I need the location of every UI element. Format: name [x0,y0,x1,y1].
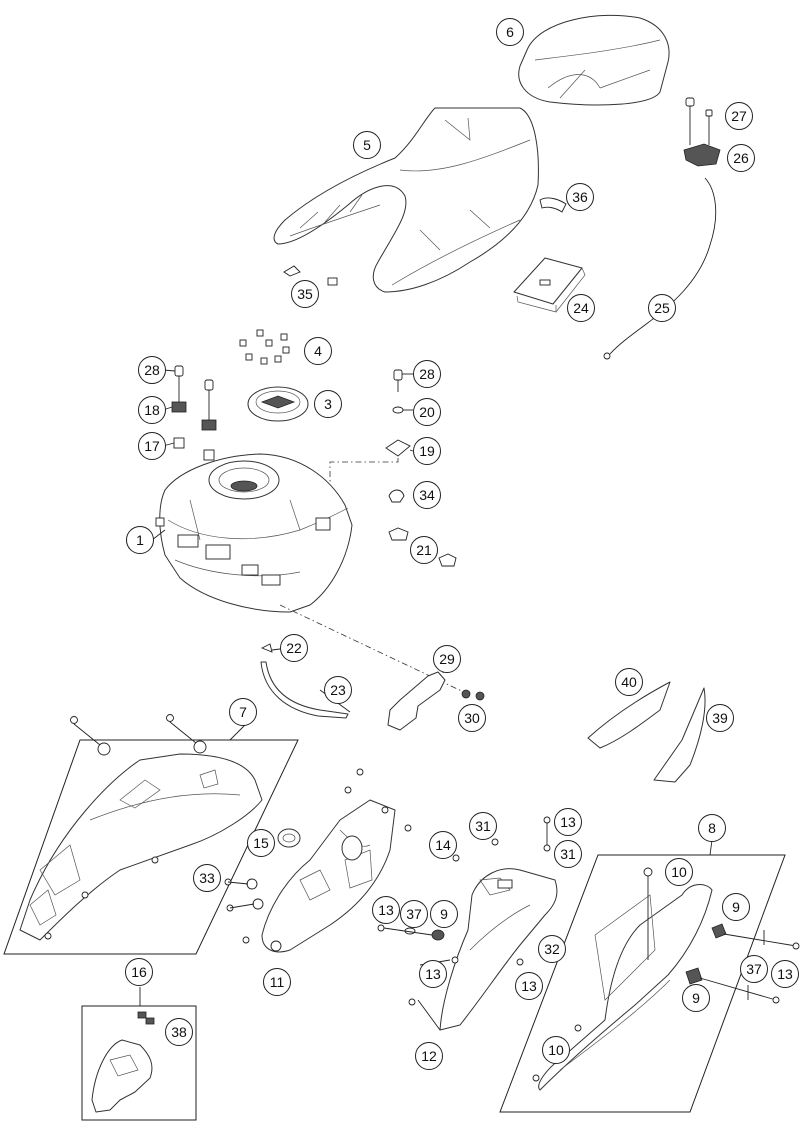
rear-seat [518,14,670,106]
callout-7: 7 [229,698,257,726]
callout-13-c: 13 [419,960,447,988]
callout-15: 15 [247,829,275,857]
callout-13-e: 13 [515,972,543,1000]
fuel-tank [155,453,471,696]
drain-hose [260,643,349,719]
callout-23: 23 [324,676,352,704]
callout-1: 1 [126,526,154,554]
callout-37-b: 37 [740,955,768,983]
left-side-panel [3,714,299,955]
callout-9-a: 9 [430,900,458,928]
callout-26: 26 [727,144,755,172]
callout-10-a: 10 [665,858,693,886]
callout-34: 34 [413,481,441,509]
callout-25: 25 [648,294,676,322]
callout-40: 40 [615,668,643,696]
left-mounting-studs [171,365,217,461]
tool-pouch [513,257,586,313]
callout-20: 20 [413,398,441,426]
callout-12: 12 [415,1042,443,1070]
callout-24: 24 [567,294,595,322]
tank-clips [388,489,457,567]
callout-9-b: 9 [722,893,750,921]
seat-lock-assembly [603,97,721,360]
callout-13-b: 13 [372,896,400,924]
callout-19: 19 [413,437,441,465]
callout-5: 5 [353,131,381,159]
callout-36: 36 [566,183,594,211]
callout-30: 30 [458,704,486,732]
filler-cap [247,386,309,422]
callout-27: 27 [725,102,753,130]
callout-13-d: 13 [771,960,799,988]
decals [587,681,706,783]
callout-28-right: 28 [413,360,441,388]
callout-18: 18 [138,396,166,424]
callout-31-a: 31 [469,812,497,840]
tail-piece [377,816,558,1031]
right-side-panel [499,839,800,1113]
callout-8: 8 [698,814,726,842]
callout-31-b: 31 [554,840,582,868]
callout-3: 3 [314,390,342,418]
callout-16: 16 [125,958,153,986]
callout-29: 29 [433,645,461,673]
callout-35: 35 [291,280,319,308]
callout-9-c: 9 [682,984,710,1012]
callout-39: 39 [706,704,734,732]
callout-38: 38 [165,1018,193,1046]
right-mounting-hardware [329,369,411,488]
seat-hardware [283,265,338,286]
callout-33: 33 [193,864,221,892]
callout-14: 14 [429,831,457,859]
callout-4: 4 [304,337,332,365]
seat-clip [539,197,567,213]
callout-17: 17 [138,432,166,460]
callout-6: 6 [496,18,524,46]
tank-bracket [387,671,485,731]
callout-11: 11 [263,968,291,996]
tail-cover-detail [81,987,197,1121]
callout-37-a: 37 [400,900,428,928]
callout-22: 22 [280,634,308,662]
callout-10-b: 10 [542,1036,570,1064]
rider-seat [273,107,539,293]
callout-28-left: 28 [138,356,166,384]
callout-32: 32 [538,935,566,963]
inner-side-panel [224,768,412,953]
callout-13-a: 13 [554,808,582,836]
callout-21: 21 [410,536,438,564]
screw-set [239,329,290,365]
